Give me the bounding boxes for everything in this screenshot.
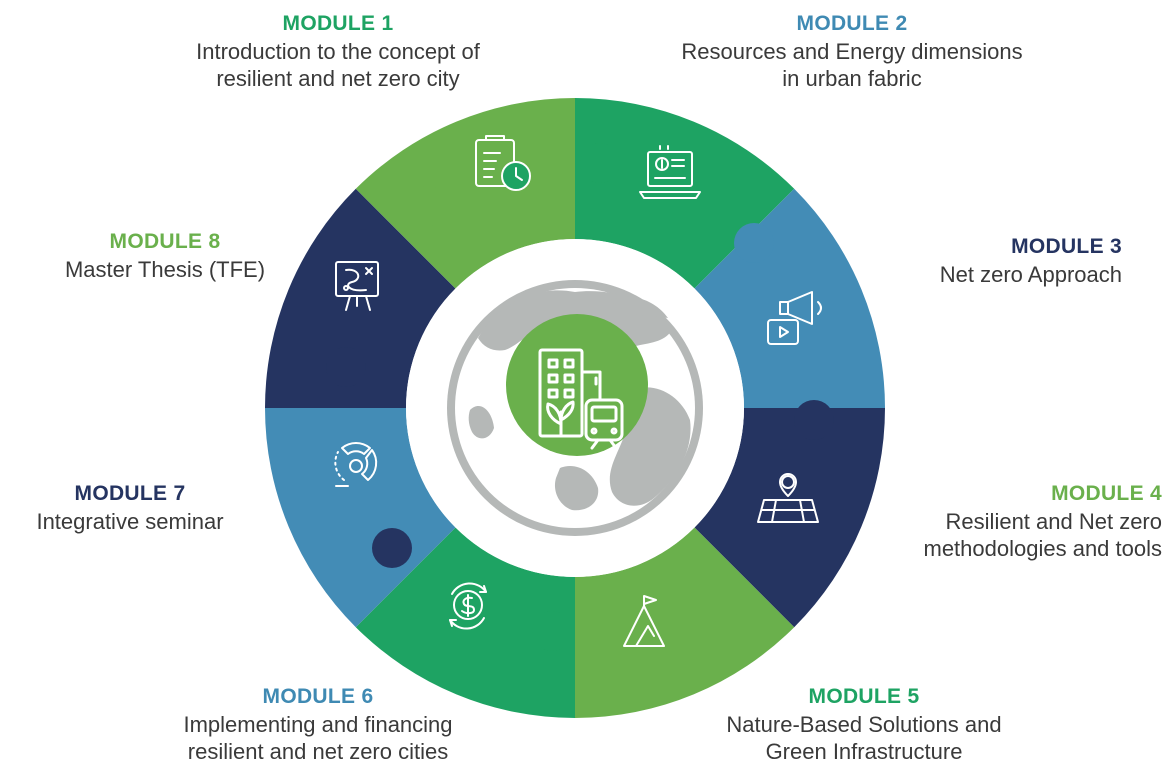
module-7-label: MODULE 7 Integrative seminar [0, 480, 330, 535]
module-1-desc-line: resilient and net zero city [216, 66, 460, 91]
module-6-label: MODULE 6 Implementing and financing resi… [118, 683, 518, 765]
module-5-desc-line: Green Infrastructure [765, 739, 963, 764]
module-7-segment[interactable] [265, 188, 456, 408]
mountain-flag-icon [623, 595, 665, 647]
puzzle-knob [734, 223, 774, 263]
module-8-segment[interactable] [355, 98, 575, 289]
puzzle-knob [580, 143, 620, 183]
puzzle-knob [794, 400, 834, 440]
module-3-title: MODULE 3 [1011, 235, 1122, 258]
module-3-desc-line: Net zero Approach [939, 262, 1122, 287]
cycle-dollar-icon [449, 582, 487, 630]
donut-chart-icon [334, 441, 378, 487]
module-5-segment[interactable] [355, 527, 575, 719]
module-7-title: MODULE 7 [74, 482, 186, 505]
module-7-desc-line: Integrative seminar [36, 509, 224, 534]
map-pin-icon [757, 473, 819, 523]
module-3-segment[interactable] [694, 408, 886, 628]
module-5-label: MODULE 5 Nature-Based Solutions and Gree… [664, 683, 1064, 765]
module-2-desc-line: Resources and Energy dimensions [681, 39, 1023, 64]
module-6-desc-line: resilient and net zero cities [187, 739, 449, 764]
module-6-segment[interactable] [265, 408, 456, 628]
module-4-label: MODULE 4 Resilient and Net zero methodol… [762, 480, 1163, 562]
puzzle-knob [372, 528, 412, 568]
module-6-desc-line: Implementing and financing [183, 712, 453, 737]
module-6-title: MODULE 6 [262, 685, 374, 708]
module-8-title: MODULE 8 [109, 230, 221, 253]
module-2-label: MODULE 2 Resources and Energy dimensions… [652, 10, 1052, 92]
module-4-desc-line: Resilient and Net zero [945, 509, 1162, 534]
module-5-desc-line: Nature-Based Solutions and [726, 712, 1002, 737]
module-8-desc-line: Master Thesis (TFE) [64, 257, 266, 282]
presentation-board-icon [335, 261, 379, 311]
module-1-desc-line: Introduction to the concept of [196, 39, 480, 64]
module-1-label: MODULE 1 Introduction to the concept of … [138, 10, 538, 92]
puzzle-knob [408, 186, 448, 226]
module-5-title: MODULE 5 [808, 685, 920, 708]
module-2-desc-line: in urban fabric [782, 66, 922, 91]
module-4-title: MODULE 4 [1051, 482, 1162, 505]
module-8-label: MODULE 8 Master Thesis (TFE) [0, 228, 365, 283]
megaphone-video-icon [767, 291, 822, 345]
module-1-title: MODULE 1 [282, 12, 394, 35]
puzzle-knob [326, 347, 366, 387]
puzzle-knob [532, 611, 572, 651]
clipboard-clock-icon [475, 135, 531, 191]
city-building-tram-icon [538, 348, 624, 450]
module-3-label: MODULE 3 Net zero Approach [722, 233, 1122, 288]
module-4-segment[interactable] [575, 527, 795, 719]
module-4-desc-line: methodologies and tools [923, 536, 1163, 561]
laptop-dollar-icon [639, 145, 701, 199]
puzzle-knob [712, 575, 752, 615]
module-2-title: MODULE 2 [796, 12, 908, 35]
